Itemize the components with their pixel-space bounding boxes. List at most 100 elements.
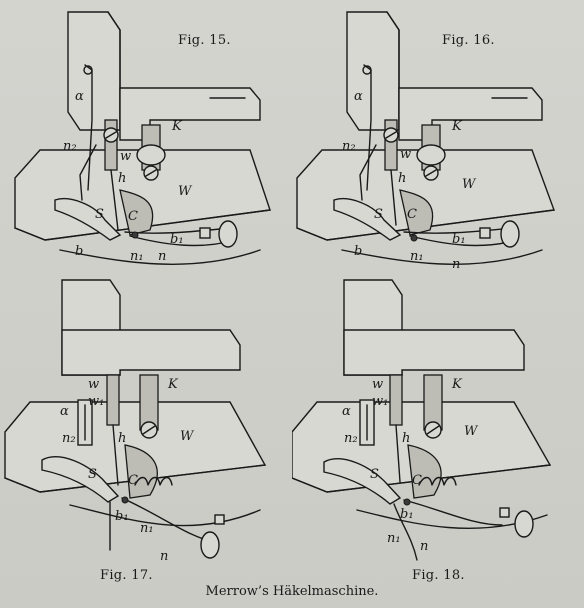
looper bbox=[333, 198, 402, 241]
figure-caption: Merrow’s Häkelmaschine. bbox=[205, 584, 379, 599]
label-n1: n₁ bbox=[140, 521, 154, 536]
table-edge bbox=[296, 209, 555, 241]
machine-arm bbox=[61, 329, 241, 376]
tension-knob bbox=[499, 507, 510, 518]
label-n2: n₂ bbox=[344, 431, 358, 446]
label-S: S bbox=[370, 467, 379, 482]
looper bbox=[323, 458, 402, 505]
base-curve bbox=[341, 249, 543, 265]
figure-18-drawing: w w₁ α n₂ h K W S C b₁ n₁ n bbox=[292, 279, 552, 561]
label-b1: b₁ bbox=[400, 507, 414, 522]
needle bbox=[390, 169, 397, 226]
label-C: C bbox=[128, 473, 138, 488]
label-S: S bbox=[374, 207, 383, 222]
label-C: C bbox=[407, 207, 417, 222]
label-h: h bbox=[402, 431, 410, 446]
needle bbox=[110, 169, 119, 231]
presser-collar bbox=[136, 144, 166, 166]
stitch-knot bbox=[403, 498, 411, 506]
label-K: K bbox=[451, 377, 463, 392]
figure-15: α n₂ w h K W S C b b₁ n₁ n Fig. 15. bbox=[0, 0, 292, 290]
screw-slot bbox=[142, 425, 156, 435]
label-alpha: α bbox=[354, 89, 363, 104]
label-b: b bbox=[75, 244, 83, 259]
label-alpha: α bbox=[60, 404, 69, 419]
thread-path bbox=[359, 144, 377, 201]
label-W: W bbox=[180, 429, 195, 444]
needle-screw-slot bbox=[105, 131, 117, 139]
figure-17-label: Fig. 17. bbox=[100, 568, 153, 583]
thread-eyelet bbox=[362, 65, 372, 75]
label-h: h bbox=[118, 431, 126, 446]
chain-stitches bbox=[418, 476, 457, 486]
figure-15-label: Fig. 15. bbox=[178, 33, 231, 48]
machine-arm bbox=[343, 329, 525, 376]
label-w1: w₁ bbox=[372, 394, 388, 409]
machine-upright bbox=[346, 11, 400, 131]
label-K: K bbox=[167, 377, 179, 392]
table-edge bbox=[4, 464, 266, 493]
label-alpha: α bbox=[75, 89, 84, 104]
thread-path bbox=[79, 144, 97, 201]
stitch-knot bbox=[131, 231, 139, 239]
stitch-knot bbox=[121, 496, 129, 504]
machine-upright bbox=[67, 11, 121, 131]
figure-17-drawing: w w₁ α n₂ h K W S C b₁ n₁ n bbox=[4, 279, 267, 564]
label-n: n bbox=[158, 249, 166, 264]
figure-18: w w₁ α n₂ h K W S C b₁ n₁ n Fig. 18. bbox=[292, 270, 584, 590]
figure-15-drawing: α n₂ w h K W S C b b₁ n₁ n bbox=[14, 11, 271, 265]
figure-16-drawing: α n₂ w h K W S C b b₁ n₁ n bbox=[296, 11, 555, 272]
label-C: C bbox=[412, 473, 422, 488]
figure-17: w w₁ α n₂ h K W S C b₁ n₁ n Fig. 17. bbox=[0, 270, 292, 590]
base-curve bbox=[59, 249, 261, 265]
label-h: h bbox=[398, 171, 406, 186]
label-W: W bbox=[178, 184, 193, 199]
presser-foot bbox=[399, 189, 434, 236]
label-alpha: α bbox=[342, 404, 351, 419]
label-b1: b₁ bbox=[452, 232, 466, 247]
label-C: C bbox=[128, 209, 138, 224]
label-n1: n₁ bbox=[387, 531, 401, 546]
label-n: n bbox=[160, 549, 168, 564]
figure-16: α n₂ w h K W S C b b₁ n₁ n Fig. 16. bbox=[292, 0, 584, 290]
needle-bar bbox=[389, 374, 403, 426]
stitch-knot bbox=[410, 234, 418, 242]
presser-collar bbox=[416, 144, 446, 166]
tension-cylinder bbox=[200, 531, 220, 559]
tension-knob bbox=[199, 227, 211, 239]
label-n2: n₂ bbox=[63, 139, 77, 154]
chain-stitches bbox=[134, 476, 173, 486]
label-K: K bbox=[171, 119, 183, 134]
label-S: S bbox=[95, 207, 104, 222]
label-b1: b₁ bbox=[115, 509, 129, 524]
label-b: b bbox=[354, 244, 362, 259]
label-w1: w₁ bbox=[88, 394, 104, 409]
tension-cylinder bbox=[500, 220, 520, 248]
looper bbox=[41, 456, 120, 503]
tension-cylinder bbox=[514, 510, 534, 538]
figure-16-label: Fig. 16. bbox=[442, 33, 495, 48]
table-edge bbox=[292, 464, 551, 493]
thread bbox=[403, 499, 503, 526]
label-W: W bbox=[462, 177, 477, 192]
label-n2: n₂ bbox=[342, 139, 356, 154]
label-w: w bbox=[372, 377, 383, 392]
label-w: w bbox=[88, 377, 99, 392]
label-n: n bbox=[452, 257, 460, 272]
screw-slot bbox=[426, 425, 440, 435]
thread-guide bbox=[363, 64, 372, 191]
tension-knob bbox=[479, 227, 491, 239]
label-n1: n₁ bbox=[130, 249, 144, 264]
needle bbox=[112, 424, 119, 486]
needle-screw-slot bbox=[385, 131, 397, 139]
tension-knob bbox=[214, 514, 225, 525]
label-w: w bbox=[400, 147, 411, 162]
label-n1: n₁ bbox=[410, 249, 424, 264]
label-K: K bbox=[451, 119, 463, 134]
thread-down bbox=[393, 503, 418, 561]
presser-foot bbox=[119, 189, 154, 236]
presser-foot bbox=[124, 444, 158, 499]
looper bbox=[54, 198, 122, 241]
needle bbox=[395, 424, 401, 483]
needle-bar bbox=[106, 374, 120, 426]
